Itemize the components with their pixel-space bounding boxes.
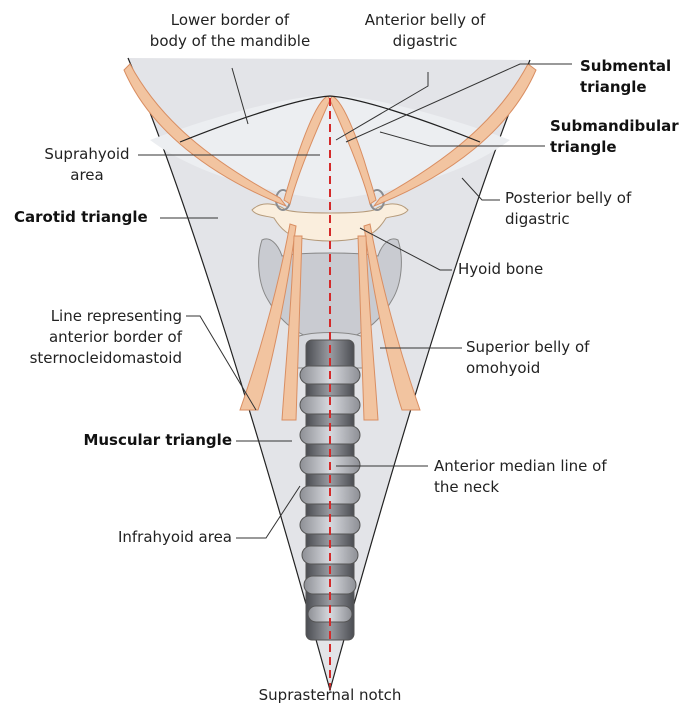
label-posterior-belly-digastric: Posterior belly of digastric <box>505 188 675 230</box>
label-suprahyoid-area: Suprahyoid area <box>32 144 142 186</box>
label-submental-triangle: Submental triangle <box>580 56 680 98</box>
label-hyoid-bone: Hyoid bone <box>458 259 578 280</box>
label-lower-border-mandible: Lower border of body of the mandible <box>140 10 320 52</box>
label-anterior-belly-digastric: Anterior belly of digastric <box>340 10 510 52</box>
label-carotid-triangle: Carotid triangle <box>14 207 164 228</box>
label-suprasternal-notch: Suprasternal notch <box>250 685 410 706</box>
label-anterior-median-line: Anterior median line of the neck <box>434 456 654 498</box>
label-infrahyoid-area: Infrahyoid area <box>80 527 232 548</box>
label-submandibular-triangle: Submandibular triangle <box>550 116 680 158</box>
label-line-sternocleidomastoid: Line representing anterior border of ste… <box>10 306 182 369</box>
label-muscular-triangle: Muscular triangle <box>60 430 232 451</box>
label-superior-belly-omohyoid: Superior belly of omohyoid <box>466 337 636 379</box>
